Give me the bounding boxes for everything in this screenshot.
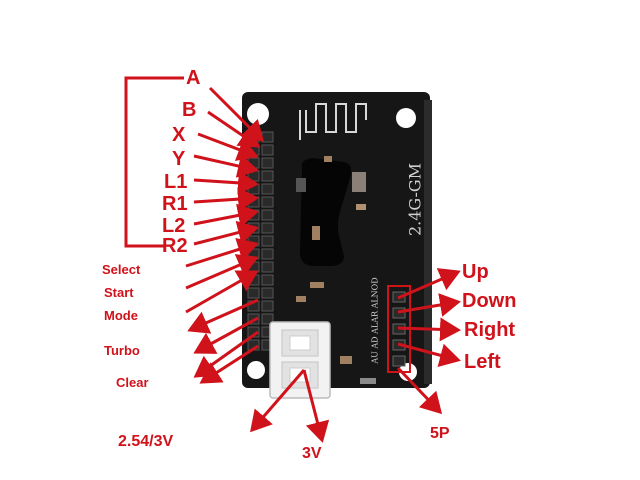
- header-pin: [261, 287, 274, 299]
- dpad-silkscreen-label: AU AD ALAR ALNOD: [370, 277, 380, 364]
- header-pin: [261, 209, 274, 221]
- header-pin: [247, 183, 260, 195]
- header-pin: [261, 183, 274, 195]
- label-turbo: Turbo: [104, 343, 140, 358]
- label-right: Right: [464, 319, 516, 341]
- smd-component: [360, 378, 376, 384]
- dpad-header-pin: [392, 355, 406, 367]
- smd-component: [312, 226, 320, 240]
- power-connector: [269, 321, 331, 399]
- arrow-pin-header: [250, 369, 306, 433]
- header-pin: [247, 287, 260, 299]
- board-model-label: 2.4G-GM: [405, 162, 425, 237]
- arrow-x: [197, 132, 259, 161]
- arrow-out-1: [187, 298, 259, 334]
- label-mode: Mode: [104, 308, 138, 323]
- header-pin: [247, 170, 260, 182]
- smd-component: [356, 204, 366, 210]
- header-pin: [261, 300, 274, 312]
- annotation-arrows: [185, 86, 461, 443]
- header-pin: [261, 222, 274, 234]
- header-pin: [261, 144, 274, 156]
- label-select: Select: [102, 262, 141, 277]
- smd-component: [324, 156, 332, 162]
- header-pin: [261, 196, 274, 208]
- smd-component: [310, 282, 324, 288]
- label-l2: L2: [162, 215, 186, 237]
- label-power: 3V: [302, 445, 322, 462]
- header-pin: [261, 248, 274, 260]
- label-r1: R1: [162, 193, 188, 215]
- arrow-mode: [185, 270, 259, 314]
- arrow-r1: [193, 187, 259, 212]
- arrow-down: [397, 293, 461, 317]
- label-r2: R2: [162, 235, 188, 257]
- smd-component: [296, 296, 306, 302]
- arrow-l2: [193, 203, 259, 228]
- mount-hole-icon: [247, 361, 265, 379]
- header-pin: [247, 261, 260, 273]
- arrow-left: [397, 342, 461, 367]
- arrow-turbo: [193, 316, 259, 354]
- label-5p: 5P: [430, 425, 450, 442]
- label-b: B: [182, 99, 197, 121]
- label-a: A: [186, 67, 201, 89]
- label-x: X: [172, 124, 186, 146]
- label-clear: Clear: [116, 375, 149, 390]
- arrow-y: [193, 154, 259, 178]
- header-pin: [261, 261, 274, 273]
- mount-hole-icon: [247, 103, 269, 125]
- label-up: Up: [462, 261, 489, 283]
- smd-component: [340, 356, 352, 364]
- crystal-component: [352, 172, 366, 192]
- arrow-select: [185, 237, 259, 268]
- arrow-right: [397, 317, 461, 342]
- smd-component: [296, 178, 306, 192]
- label-down: Down: [462, 290, 517, 312]
- header-pin: [247, 157, 260, 169]
- header-pin: [261, 274, 274, 286]
- header-pin: [261, 170, 274, 182]
- label-pin-header: 2.54/3V: [118, 433, 174, 450]
- arrow-l1: [193, 170, 259, 195]
- arrow-start: [185, 254, 259, 290]
- arrow-up: [397, 268, 461, 300]
- label-start: Start: [104, 285, 134, 300]
- arrow-5p: [396, 366, 443, 415]
- header-pin: [261, 131, 274, 143]
- antenna-trace: [299, 103, 367, 140]
- label-left: Left: [464, 351, 501, 373]
- arrow-r2: [193, 220, 259, 246]
- arrow-clear: [199, 344, 259, 384]
- label-y: Y: [172, 148, 186, 170]
- header-pin: [261, 157, 274, 169]
- arrow-power: [302, 369, 330, 443]
- header-pin: [261, 313, 274, 325]
- label-l1: L1: [164, 171, 188, 193]
- button-group-bracket: [124, 76, 184, 248]
- header-pin: [261, 235, 274, 247]
- mount-hole-icon: [396, 108, 416, 128]
